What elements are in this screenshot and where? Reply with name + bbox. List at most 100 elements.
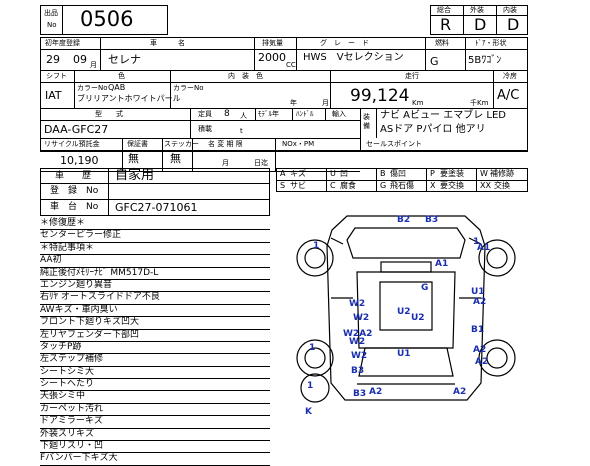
equipment-line-1: ナビ Aビュー エマブレ LED (380, 110, 506, 121)
history-table (40, 168, 270, 216)
model-label: 型 式 (95, 110, 123, 118)
legend-meaning: 飛石傷 (390, 181, 414, 190)
chassis-no: GFC27-071061 (115, 201, 198, 214)
color-name: ブリリアントホワイトパール (77, 94, 181, 103)
damage-mark: U1 (471, 287, 485, 297)
damage-mark: K (305, 407, 313, 417)
recycle-label: リサイクル預託金 (44, 140, 100, 148)
car-name: セレナ (108, 53, 141, 66)
damage-mark: 1 (313, 241, 319, 251)
note-line: 左ステップ補修 (40, 354, 270, 367)
reg-no-label: 登 録 No (50, 186, 99, 196)
interior-color-label: 内 装 色 (228, 72, 263, 80)
damage-mark: A1 (477, 243, 490, 253)
year-label: 初年度登録 (45, 39, 80, 47)
note-line: フロント下廻りキズ凹大 (40, 317, 270, 330)
overall-label: 総合 (437, 6, 451, 14)
damage-mark: W2 (349, 299, 365, 309)
sticker-label: ステッカー (164, 140, 199, 148)
model-year-label: ﾓﾃﾞﾙ年 (258, 110, 279, 118)
load-unit: t (240, 127, 243, 135)
legend-code: X (430, 181, 436, 190)
capacity-unit: 人 (240, 112, 247, 120)
damage-mark: U2 (411, 313, 425, 323)
damage-mark: 1 (309, 343, 315, 353)
legend-code: P (430, 169, 435, 178)
interior-label: 内装 (503, 6, 517, 14)
damage-mark: G (421, 283, 428, 293)
fuel: G (430, 55, 439, 68)
exterior-grade: D (474, 15, 487, 34)
interior-color-no-label: カラーNo (173, 84, 204, 92)
warranty-label: 保証書 (127, 140, 148, 148)
note-line: 外装スリキズ (40, 429, 270, 442)
grade: HWS Vセレクション (303, 52, 404, 63)
sticker: 無 (170, 152, 181, 165)
load-label: 積載 (198, 125, 212, 133)
legend-meaning: 補修跡 (490, 169, 514, 178)
legend-meaning: 腐食 (340, 181, 356, 190)
lot-label-bottom: No (47, 21, 57, 29)
damage-mark: A2 (475, 357, 488, 367)
damage-mark: W2A2 (343, 329, 372, 339)
note-line: センターピラー修正 (40, 230, 270, 243)
damage-mark: A1 (435, 259, 448, 269)
capacity-label: 定員 (198, 110, 212, 118)
color-no: QAB (108, 83, 126, 92)
fuel-label: 燃料 (435, 39, 449, 47)
door-label: ﾄﾞｱ・形状 (475, 39, 507, 47)
legend-code: XX (480, 181, 491, 190)
equipment-label: 装備 (363, 113, 370, 130)
legend-meaning: サビ (290, 181, 306, 190)
import-label: 輸入 (332, 110, 346, 118)
equipment-line-2: ASドア Pパイロ 他アリ (380, 124, 486, 135)
note-line: シートシミ大 (40, 367, 270, 380)
km-unit: Km (412, 99, 424, 107)
legend-meaning: 要塗装 (440, 169, 464, 178)
lot-number: 0506 (80, 7, 134, 31)
name-change-label: 名 変 期 限 (208, 140, 243, 148)
damage-mark: U2 (397, 307, 411, 317)
cc-unit: CC (286, 61, 296, 69)
damage-mark: A2 (473, 297, 486, 307)
damage-mark: W2 (349, 337, 365, 347)
legend-meaning: 交換 (494, 181, 510, 190)
legend-code: B (380, 169, 386, 178)
note-line: ＊修復歴＊ (40, 218, 270, 231)
note-line: ドアミラーキズ (40, 416, 270, 429)
name-change-date: 日迄 (254, 159, 268, 167)
displacement: 2000 (258, 51, 286, 64)
note-line: 右ﾘﾔ オートスライドドア不良 (40, 292, 270, 305)
month-unit: 月 (322, 99, 329, 107)
note-line: エンジン廻り異音 (40, 280, 270, 293)
color-no-label: カラーNo (77, 84, 108, 92)
nox-label: NOx・PM (282, 140, 315, 148)
note-line: 純正後付ﾒﾓﾘｰﾅﾋﾞ MM517D-L (40, 268, 270, 280)
spec-table (40, 37, 528, 151)
note-line: タッチP跡 (40, 342, 270, 355)
lot-box (40, 5, 168, 35)
mileage: 99,124 (350, 86, 410, 106)
damage-mark: B2 (397, 215, 410, 225)
damage-mark: B3 (351, 366, 364, 376)
history-label: 車 歴 (55, 171, 92, 181)
legend-meaning: 傷凹 (390, 169, 406, 178)
note-line: 下廻リスリ・凹 (40, 441, 270, 454)
ac-label: 冷房 (503, 72, 517, 80)
mileage-label: 走行 (405, 72, 419, 80)
damage-mark: U1 (397, 349, 411, 359)
note-line: カーペット汚れ (40, 404, 270, 417)
shift-label: シフト (46, 72, 67, 80)
note-line: 天張シミ中 (40, 391, 270, 404)
shift: IAT (45, 89, 62, 102)
color-label: 色 (118, 72, 125, 80)
damage-mark: B1 (471, 325, 484, 335)
note-line: ＊特記事項＊ (40, 243, 270, 256)
note-line: AA初 (40, 255, 270, 268)
handle-label: ﾊﾝﾄﾞﾙ (296, 110, 314, 118)
legend-code: A (280, 169, 286, 178)
legend-meaning: キズ (290, 169, 306, 178)
damage-mark: A2 (473, 345, 486, 355)
reg-year: 29 (46, 53, 60, 66)
overall-grade: R (440, 15, 452, 34)
